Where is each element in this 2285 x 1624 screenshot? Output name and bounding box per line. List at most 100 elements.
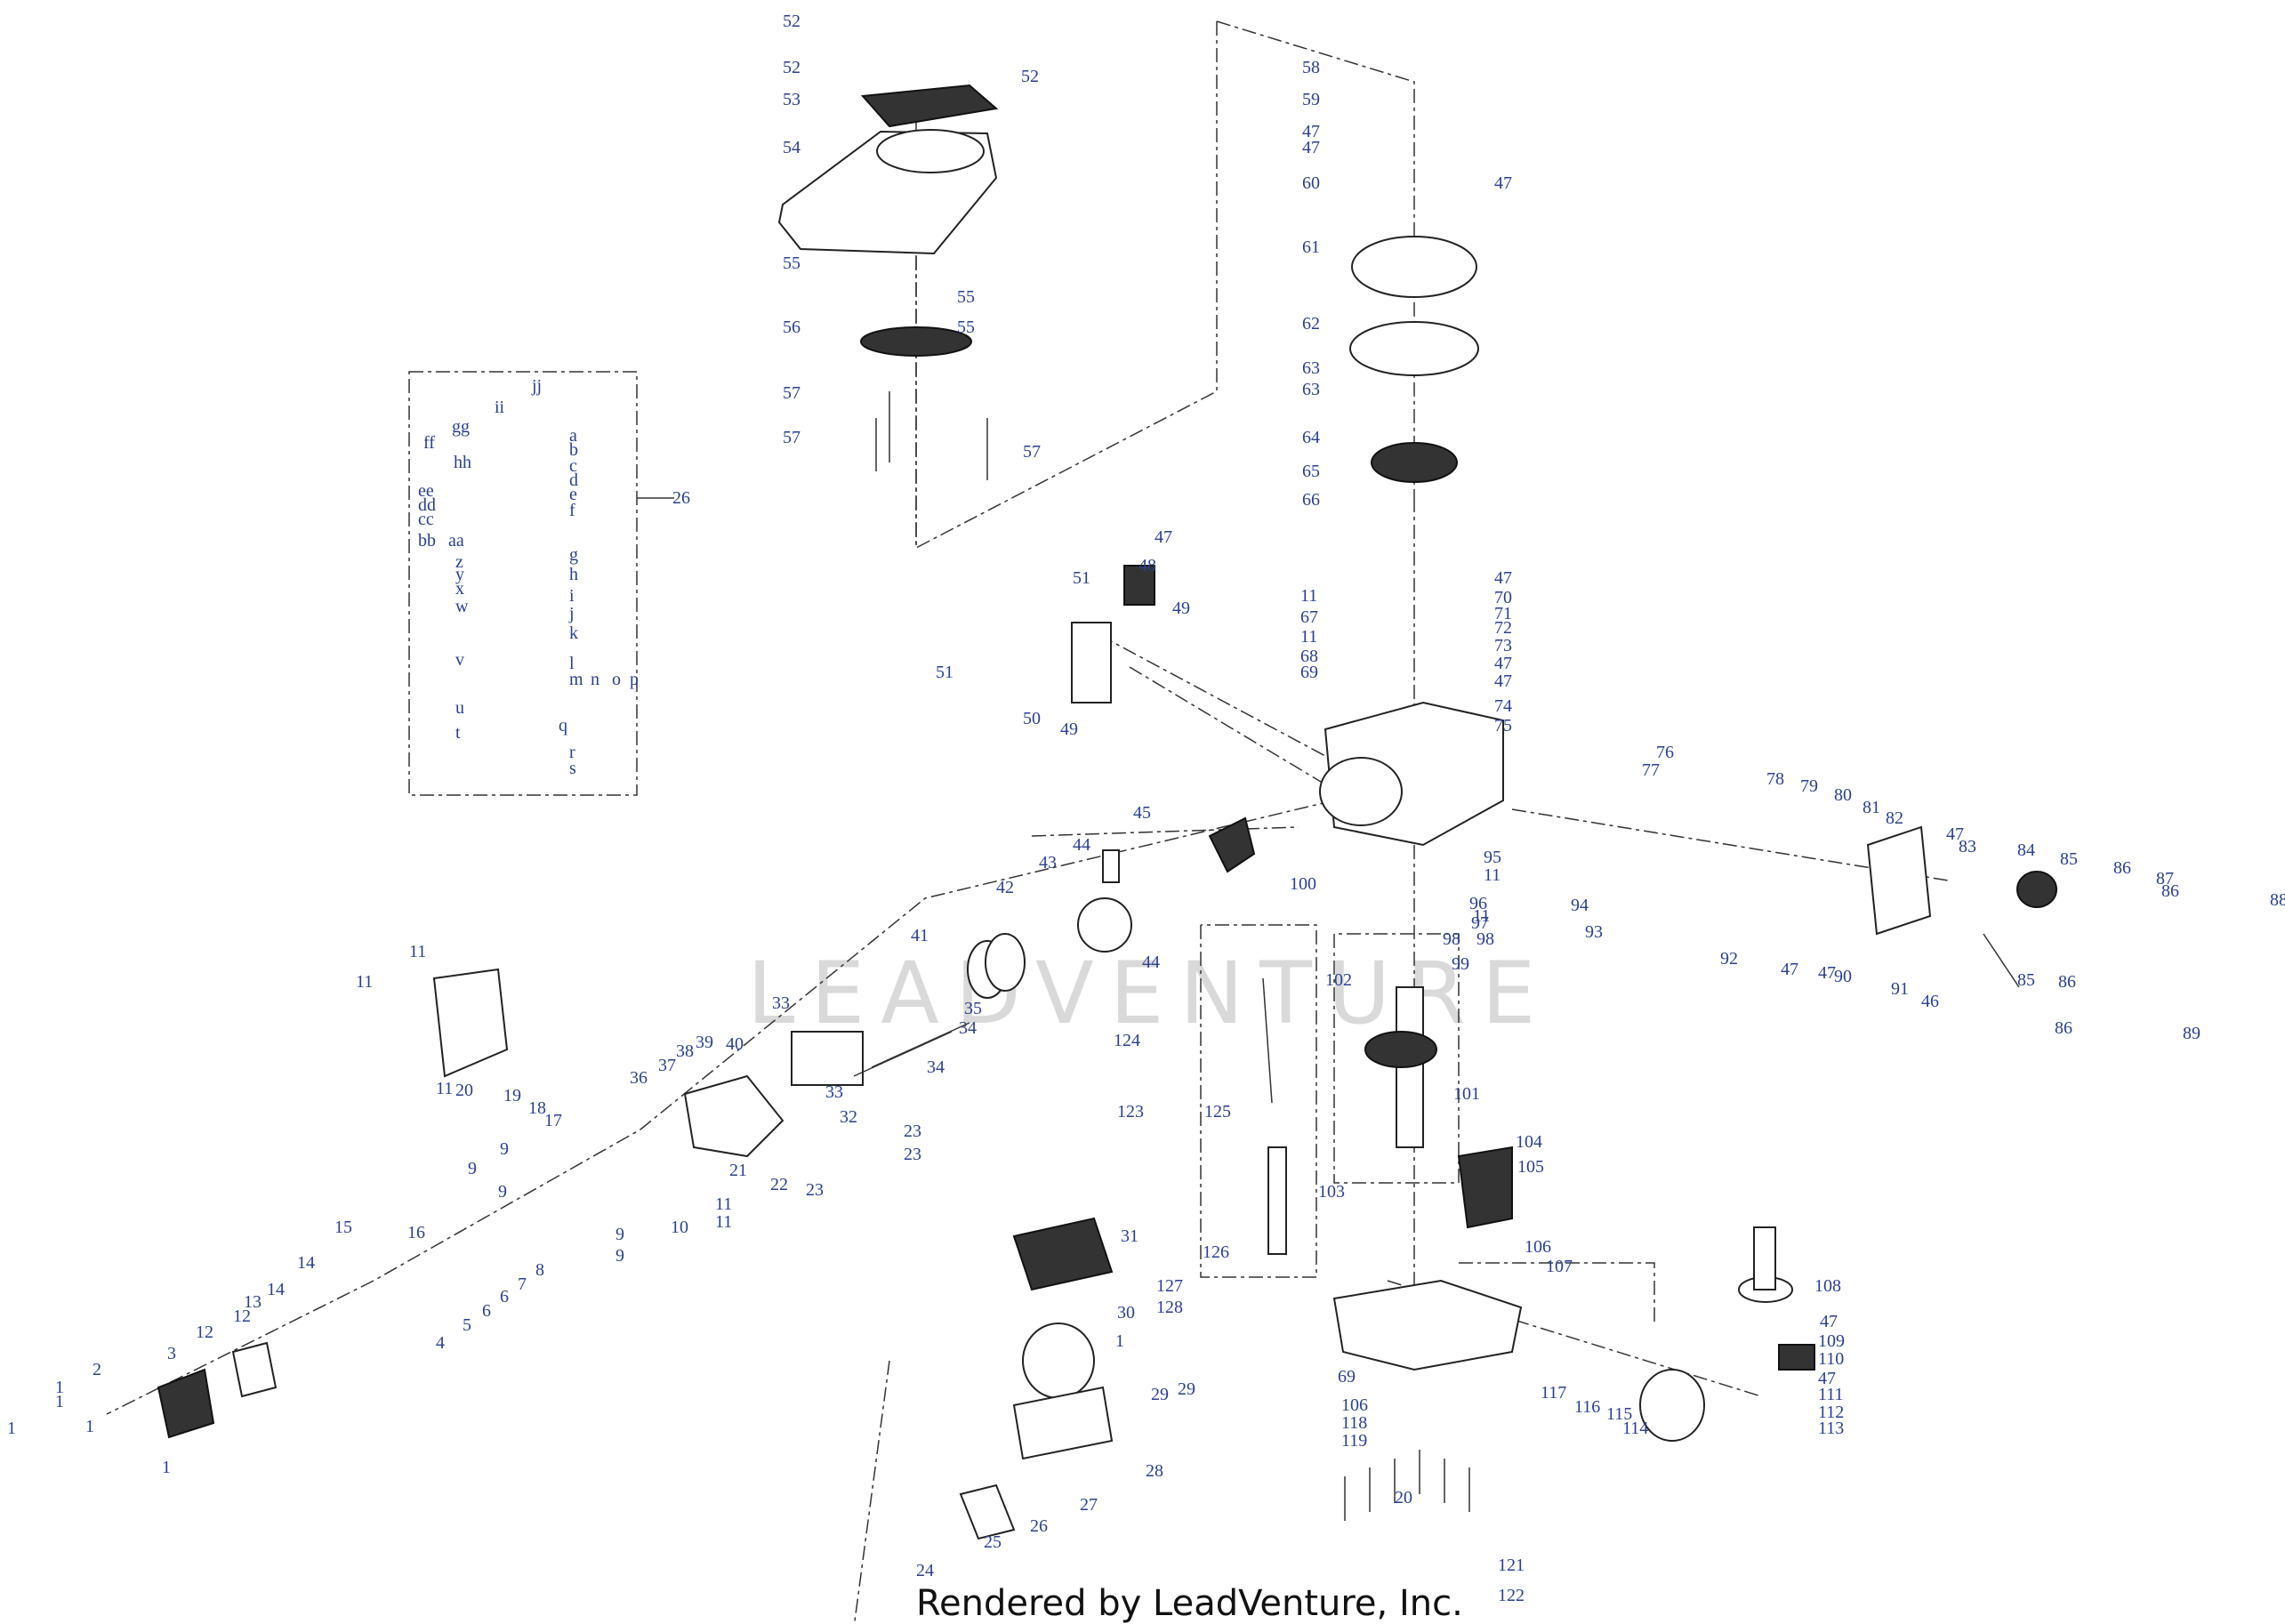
callout-t: t xyxy=(455,723,461,743)
head-gasket-shape xyxy=(791,1031,864,1086)
callout-108: 108 xyxy=(1814,1276,1841,1296)
callout-52: 52 xyxy=(1021,67,1039,86)
piston-pin-shape xyxy=(1102,849,1120,883)
callout-y: y xyxy=(455,565,464,584)
callout-6: 6 xyxy=(482,1301,491,1321)
callout-32: 32 xyxy=(840,1107,857,1127)
callout-14: 14 xyxy=(297,1253,315,1273)
callout-11: 11 xyxy=(1300,586,1317,606)
callout-98: 98 xyxy=(1443,929,1460,949)
oil-sump-shape xyxy=(1332,1279,1523,1371)
callout-50: 50 xyxy=(1023,709,1041,728)
oil-filter-shape xyxy=(1639,1369,1705,1442)
callout-ff: ff xyxy=(423,433,435,453)
callout-126: 126 xyxy=(1203,1242,1229,1262)
callout-11: 11 xyxy=(715,1194,732,1214)
callout-56: 56 xyxy=(783,318,801,337)
callout-125: 125 xyxy=(1204,1102,1231,1122)
air-cleaner-base-shape xyxy=(1012,1386,1114,1460)
callout-ee: ee xyxy=(418,481,434,501)
cam-follower-shape xyxy=(1457,1146,1513,1229)
callout-51: 51 xyxy=(1073,568,1090,588)
callout-m: m xyxy=(569,670,583,689)
camshaft-shape xyxy=(1753,1226,1776,1290)
callout-w: w xyxy=(455,597,469,616)
callout-7: 7 xyxy=(518,1274,527,1294)
callout-11: 11 xyxy=(436,1079,453,1098)
flywheel-shape xyxy=(1349,321,1479,376)
callout-121: 121 xyxy=(1498,1556,1525,1575)
callout-u: u xyxy=(455,698,464,718)
callout-37: 37 xyxy=(658,1056,676,1075)
callout-58: 58 xyxy=(1302,58,1320,77)
callout-92: 92 xyxy=(1720,949,1738,969)
carburetor-detail-box xyxy=(408,371,674,796)
callout-47: 47 xyxy=(1302,138,1320,157)
callout-103: 103 xyxy=(1318,1182,1345,1202)
dipstick-tube-shape xyxy=(1267,1146,1287,1255)
solenoid-shape xyxy=(1123,565,1155,606)
callout-11: 11 xyxy=(356,972,373,992)
callout-f: f xyxy=(569,501,575,520)
callout-15: 15 xyxy=(334,1218,352,1237)
callout-66: 66 xyxy=(1302,490,1320,510)
callout-76: 76 xyxy=(1656,743,1674,762)
callout-38: 38 xyxy=(676,1041,694,1061)
muffler-shape xyxy=(157,1368,215,1439)
callout-23: 23 xyxy=(806,1180,824,1200)
callout-57: 57 xyxy=(783,428,801,447)
callout-82: 82 xyxy=(1886,808,1903,828)
callout-85: 85 xyxy=(2017,970,2035,990)
callout-47: 47 xyxy=(1494,568,1512,588)
callout-47: 47 xyxy=(1494,671,1512,691)
callout-c: c xyxy=(569,456,577,476)
callout-42: 42 xyxy=(996,878,1014,897)
armature-shape xyxy=(1371,442,1458,483)
callout-b: b xyxy=(569,440,578,460)
callout-21: 21 xyxy=(729,1161,747,1180)
callout-23: 23 xyxy=(904,1122,921,1141)
callout-26: 26 xyxy=(672,488,690,508)
callout-119: 119 xyxy=(1341,1431,1367,1451)
callout-77: 77 xyxy=(1642,760,1660,780)
callout-hh: hh xyxy=(454,453,471,472)
callout-122: 122 xyxy=(1498,1586,1525,1605)
piston-shape xyxy=(1077,897,1132,953)
starter-motor-shape xyxy=(1071,622,1112,703)
callout-47: 47 xyxy=(1155,527,1172,547)
part-shapes xyxy=(157,84,2057,1540)
callout-59: 59 xyxy=(1302,90,1320,109)
callout-70: 70 xyxy=(1494,588,1512,607)
callout-a: a xyxy=(569,426,577,446)
callout-88: 88 xyxy=(2270,890,2285,910)
callout-12: 12 xyxy=(233,1306,251,1326)
callout-9: 9 xyxy=(616,1225,624,1244)
callout-55: 55 xyxy=(957,287,975,307)
callout-14: 14 xyxy=(267,1280,285,1299)
callout-61: 61 xyxy=(1302,237,1320,257)
callout-27: 27 xyxy=(1080,1495,1098,1515)
callout-57: 57 xyxy=(1023,442,1041,462)
callout-41: 41 xyxy=(911,926,929,945)
callout-40: 40 xyxy=(726,1034,744,1054)
callout-23: 23 xyxy=(904,1145,921,1164)
callout-123: 123 xyxy=(1117,1102,1144,1122)
callout-111: 111 xyxy=(1818,1385,1844,1404)
callout-35: 35 xyxy=(964,999,982,1018)
callout-90: 90 xyxy=(1834,967,1852,986)
callout-49: 49 xyxy=(1172,599,1190,618)
callout-52: 52 xyxy=(783,58,801,77)
muffler-gasket-shape xyxy=(231,1341,278,1398)
callout-45: 45 xyxy=(1133,803,1151,823)
callout-79: 79 xyxy=(1800,776,1818,796)
callout-47: 47 xyxy=(1494,173,1512,193)
air-cleaner-cover-shape xyxy=(1012,1217,1114,1291)
governor-bracket-shape xyxy=(1866,825,1932,936)
fuel-pump-shape xyxy=(2016,871,2057,908)
callout-r: r xyxy=(569,743,575,762)
callout-s: s xyxy=(569,759,576,778)
callout-83: 83 xyxy=(1959,837,1976,856)
callout-1: 1 xyxy=(85,1417,94,1436)
callout-114: 114 xyxy=(1622,1419,1648,1438)
